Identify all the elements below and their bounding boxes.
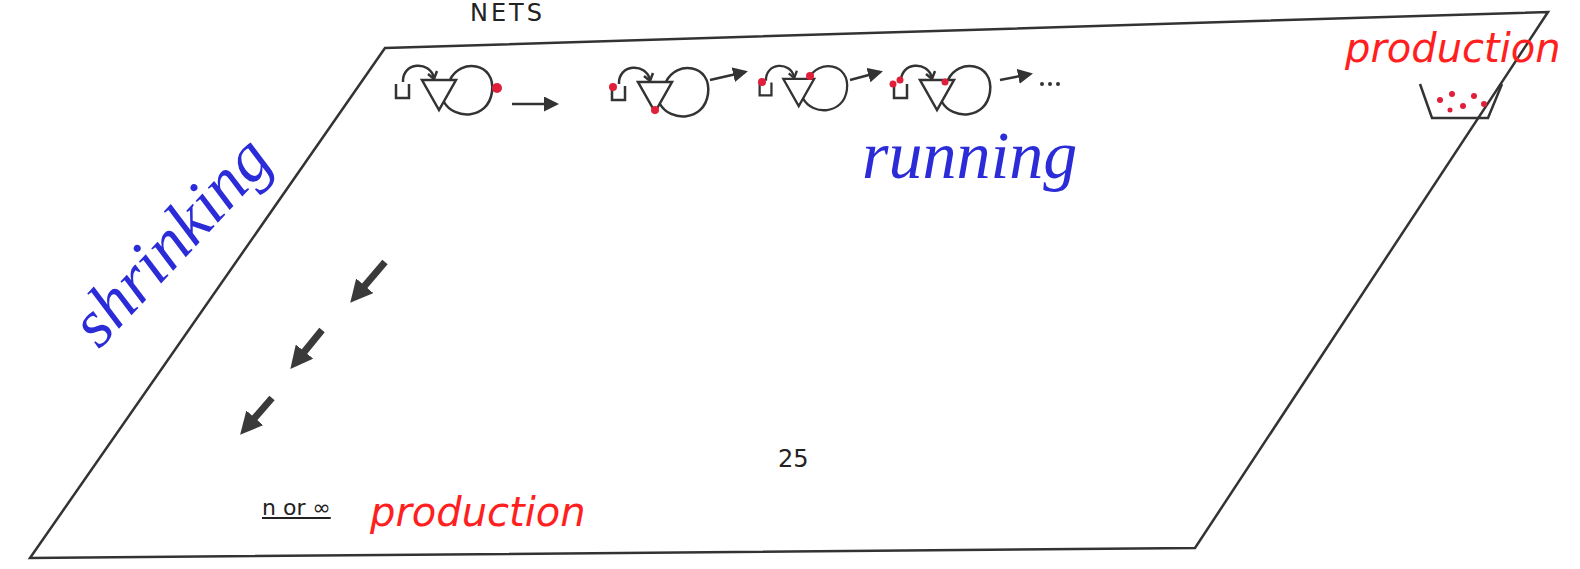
output-label: production (370, 490, 586, 534)
shrinking-arrows (246, 262, 385, 428)
page-number: 25 (778, 446, 809, 472)
slide-title: NETS (470, 0, 545, 26)
axis-label: shrinking (53, 118, 288, 363)
plane-outline (30, 12, 1548, 558)
axis-label: running (862, 118, 1077, 193)
output-label: production (1345, 26, 1561, 70)
net-sequence (396, 66, 1502, 118)
limit-label: n or ∞ (262, 496, 331, 520)
